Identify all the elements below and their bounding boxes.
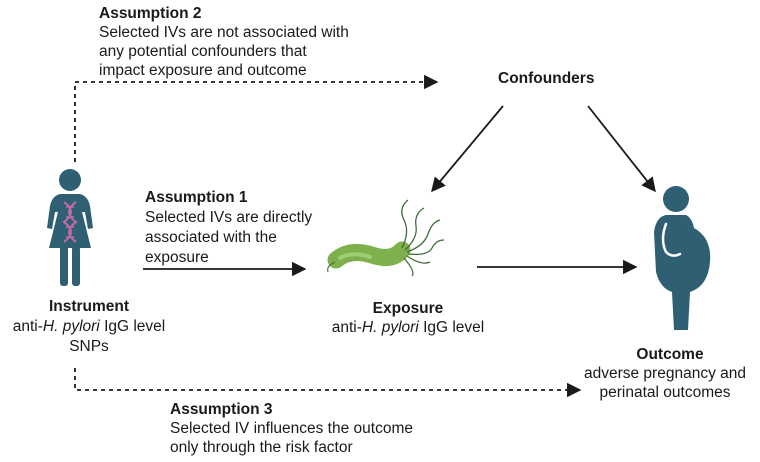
assumption3-title: Assumption 3 [170,401,273,418]
assumption3-line-1: Selected IV influences the outcome [170,420,413,437]
outcome-title: Outcome [636,346,704,363]
assumption1-title: Assumption 1 [145,189,248,206]
bacterium-icon [327,199,445,277]
outcome-line-2: perinatal outcomes [599,384,731,401]
confounders-to-exposure-arrow [431,105,504,193]
pregnant-woman-icon [654,186,711,330]
assumption1-line-3: exposure [145,249,209,266]
instrument-line-2: SNPs [69,338,109,355]
woman-dna-icon [47,169,93,286]
assumption2-title: Assumption 2 [99,5,202,22]
assumption2-line-3: impact exposure and outcome [99,62,307,79]
assumption2-line-2: any potential confounders that [99,43,307,60]
confounders-label: Confounders [498,70,595,87]
assumption1-line-2: associated with the [145,229,277,246]
assumption2-line-1: Selected IVs are not associated with [99,24,349,41]
instrument-line-1: anti-H. pylori IgG level [12,318,166,335]
exposure-title: Exposure [372,300,444,317]
outcome-line-1: adverse pregnancy and [583,365,746,382]
assumption3-line-2: only through the risk factor [170,439,353,456]
exposure-line-1: anti-H. pylori IgG level [331,319,485,336]
assumption3-arrow [74,368,582,398]
assumption1-line-1: Selected IVs are directly [145,209,313,226]
assumption2-arrow [74,74,439,162]
instrument-title: Instrument [48,298,130,315]
confounders-to-outcome-arrow [587,105,656,193]
